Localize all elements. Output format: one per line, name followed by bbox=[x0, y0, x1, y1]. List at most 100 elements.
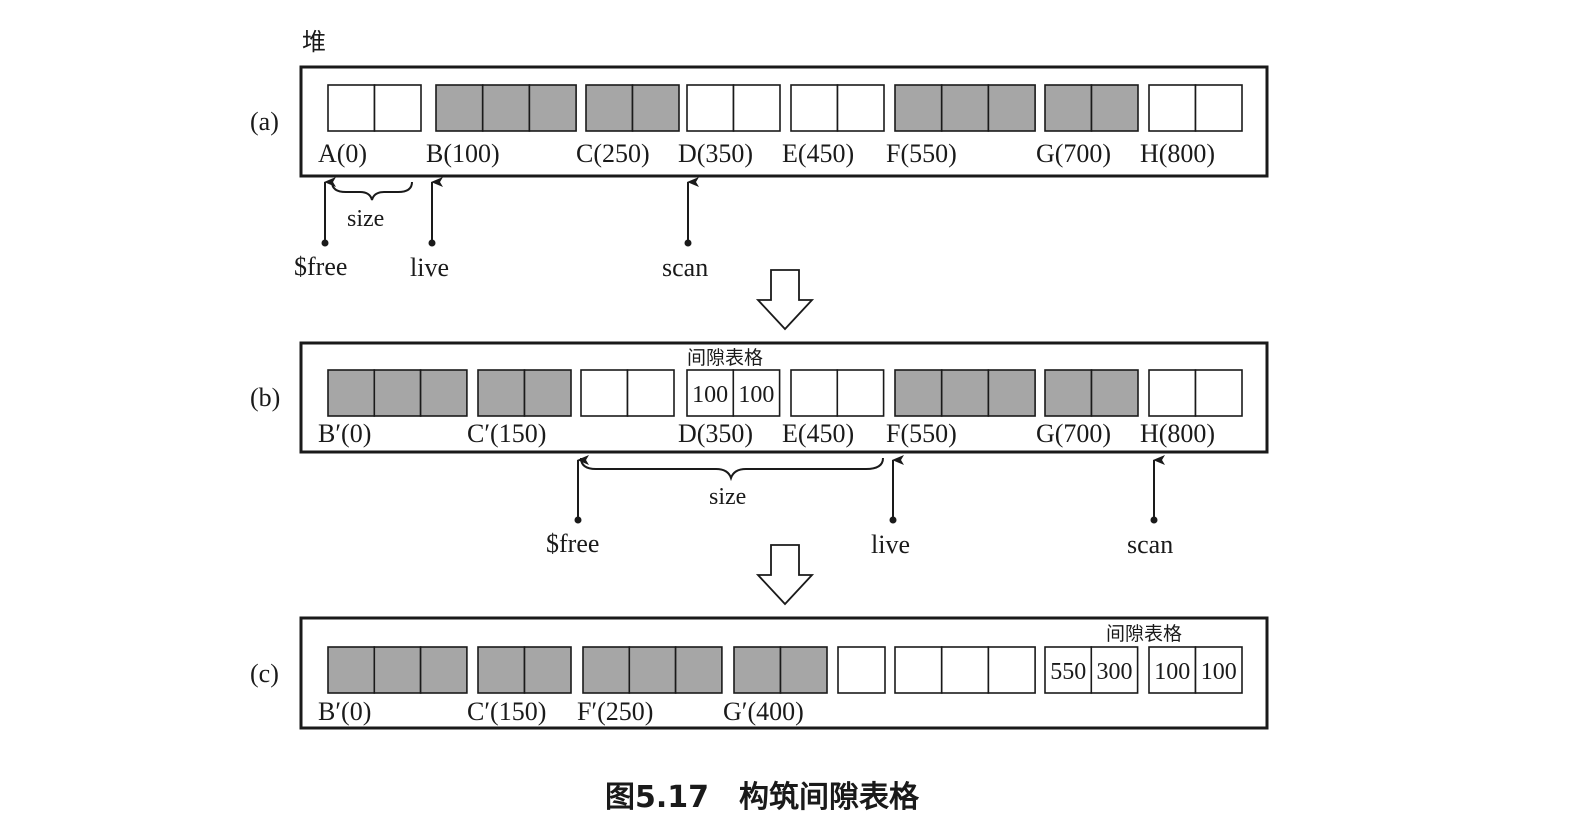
block-label-g: G(700) bbox=[1036, 419, 1111, 448]
memory-cell bbox=[1148, 646, 1197, 694]
gap-table-entry: 550 300 bbox=[1044, 646, 1139, 694]
memory-cell bbox=[628, 646, 677, 694]
memory-cell bbox=[1148, 369, 1197, 417]
free-block bbox=[894, 646, 1036, 694]
panel-a-frame bbox=[299, 65, 1269, 178]
size-brace-b bbox=[580, 457, 884, 482]
gap-table-entry: 100 100 bbox=[686, 369, 781, 417]
memory-cell bbox=[477, 369, 526, 417]
memory-cell bbox=[940, 369, 990, 417]
memory-cell bbox=[732, 84, 781, 132]
memory-cell bbox=[481, 84, 531, 132]
panel-b-frame bbox=[299, 341, 1269, 454]
panel-b-blocks: 100 100 bbox=[327, 369, 1243, 417]
memory-cell bbox=[523, 369, 572, 417]
live-pointer-b bbox=[889, 455, 904, 524]
memory-cell bbox=[1194, 646, 1243, 694]
gap-table-value: 300 bbox=[1097, 659, 1133, 685]
gap-table-value: 100 bbox=[1154, 659, 1190, 685]
block-label-f: F(550) bbox=[886, 139, 957, 168]
memory-cell bbox=[373, 646, 422, 694]
gap-table-value: 100 bbox=[692, 382, 728, 408]
memory-cell bbox=[987, 369, 1036, 417]
free-block bbox=[1148, 84, 1243, 132]
heap-title: 堆 bbox=[302, 28, 326, 56]
free-block bbox=[1148, 369, 1243, 417]
live-pointer-a bbox=[428, 177, 443, 247]
memory-cell bbox=[940, 84, 990, 132]
memory-cell bbox=[686, 369, 735, 417]
free-block bbox=[790, 369, 885, 417]
memory-cell bbox=[894, 646, 943, 694]
live-object-block bbox=[327, 646, 468, 694]
block-label-e: E(450) bbox=[782, 139, 854, 168]
live-object-block bbox=[477, 646, 572, 694]
memory-cell bbox=[523, 646, 572, 694]
memory-cell bbox=[686, 84, 735, 132]
gap-table-title-b: 间隙表格 bbox=[687, 347, 763, 369]
block-label-c-prime: C′(150) bbox=[467, 697, 546, 726]
block-label-f: F(550) bbox=[886, 419, 957, 448]
block-label-h: H(800) bbox=[1140, 139, 1215, 168]
gap-table-value: 100 bbox=[738, 382, 774, 408]
size-label-a: size bbox=[347, 206, 384, 232]
free-pointer-b bbox=[574, 455, 589, 524]
block-label-c: C(250) bbox=[576, 139, 650, 168]
free-block bbox=[837, 646, 886, 694]
memory-cell bbox=[1090, 84, 1139, 132]
block-label-d: D(350) bbox=[678, 139, 753, 168]
block-label-b-prime: B′(0) bbox=[318, 697, 371, 726]
memory-cell bbox=[836, 369, 885, 417]
memory-cell bbox=[987, 646, 1036, 694]
memory-cell bbox=[626, 369, 675, 417]
block-label-a: A(0) bbox=[318, 139, 367, 168]
block-label-d: D(350) bbox=[678, 419, 753, 448]
live-object-block bbox=[477, 369, 572, 417]
memory-cell bbox=[987, 84, 1036, 132]
panel-c-blocks: 550 300 100 100 bbox=[327, 646, 1243, 694]
memory-cell bbox=[631, 84, 680, 132]
scan-pointer-label-a: scan bbox=[662, 253, 708, 282]
block-label-b: B(100) bbox=[426, 139, 500, 168]
block-label-e: E(450) bbox=[782, 419, 854, 448]
memory-cell bbox=[733, 646, 782, 694]
free-block bbox=[790, 84, 885, 132]
memory-cell bbox=[837, 646, 886, 694]
gap-table-entry: 100 100 bbox=[1148, 646, 1243, 694]
memory-cell bbox=[580, 369, 629, 417]
memory-cell bbox=[1194, 369, 1243, 417]
live-object-block bbox=[582, 646, 723, 694]
panel-a: (a) A(0) B(100) C(250) D(350) E(450) F(5… bbox=[250, 65, 1269, 282]
scan-pointer-b bbox=[1150, 455, 1165, 524]
block-label-f-prime: F′(250) bbox=[577, 697, 653, 726]
memory-cell bbox=[327, 369, 376, 417]
live-object-block bbox=[585, 84, 680, 132]
live-object-block bbox=[894, 369, 1036, 417]
panel-a-label: (a) bbox=[250, 107, 279, 136]
block-label-c-prime: C′(150) bbox=[467, 419, 546, 448]
live-pointer-label-b: live bbox=[871, 530, 910, 559]
memory-cell bbox=[477, 646, 526, 694]
memory-cell bbox=[732, 369, 781, 417]
memory-cell bbox=[894, 369, 943, 417]
memory-cell bbox=[940, 646, 990, 694]
free-block bbox=[327, 84, 422, 132]
free-pointer-label-b: $free bbox=[546, 529, 599, 558]
memory-cell bbox=[435, 84, 484, 132]
gap-table-value: 100 bbox=[1201, 659, 1237, 685]
memory-cell bbox=[1194, 84, 1243, 132]
scan-pointer-label-b: scan bbox=[1127, 530, 1173, 559]
free-block bbox=[580, 369, 675, 417]
transition-arrow-icon bbox=[755, 269, 815, 331]
block-label-h: H(800) bbox=[1140, 419, 1215, 448]
size-label-b: size bbox=[709, 484, 746, 510]
memory-cell bbox=[528, 84, 577, 132]
memory-cell bbox=[1044, 369, 1093, 417]
memory-cell bbox=[790, 84, 839, 132]
memory-cell bbox=[419, 646, 468, 694]
memory-cell bbox=[1090, 646, 1139, 694]
gap-table-value: 550 bbox=[1050, 659, 1086, 685]
